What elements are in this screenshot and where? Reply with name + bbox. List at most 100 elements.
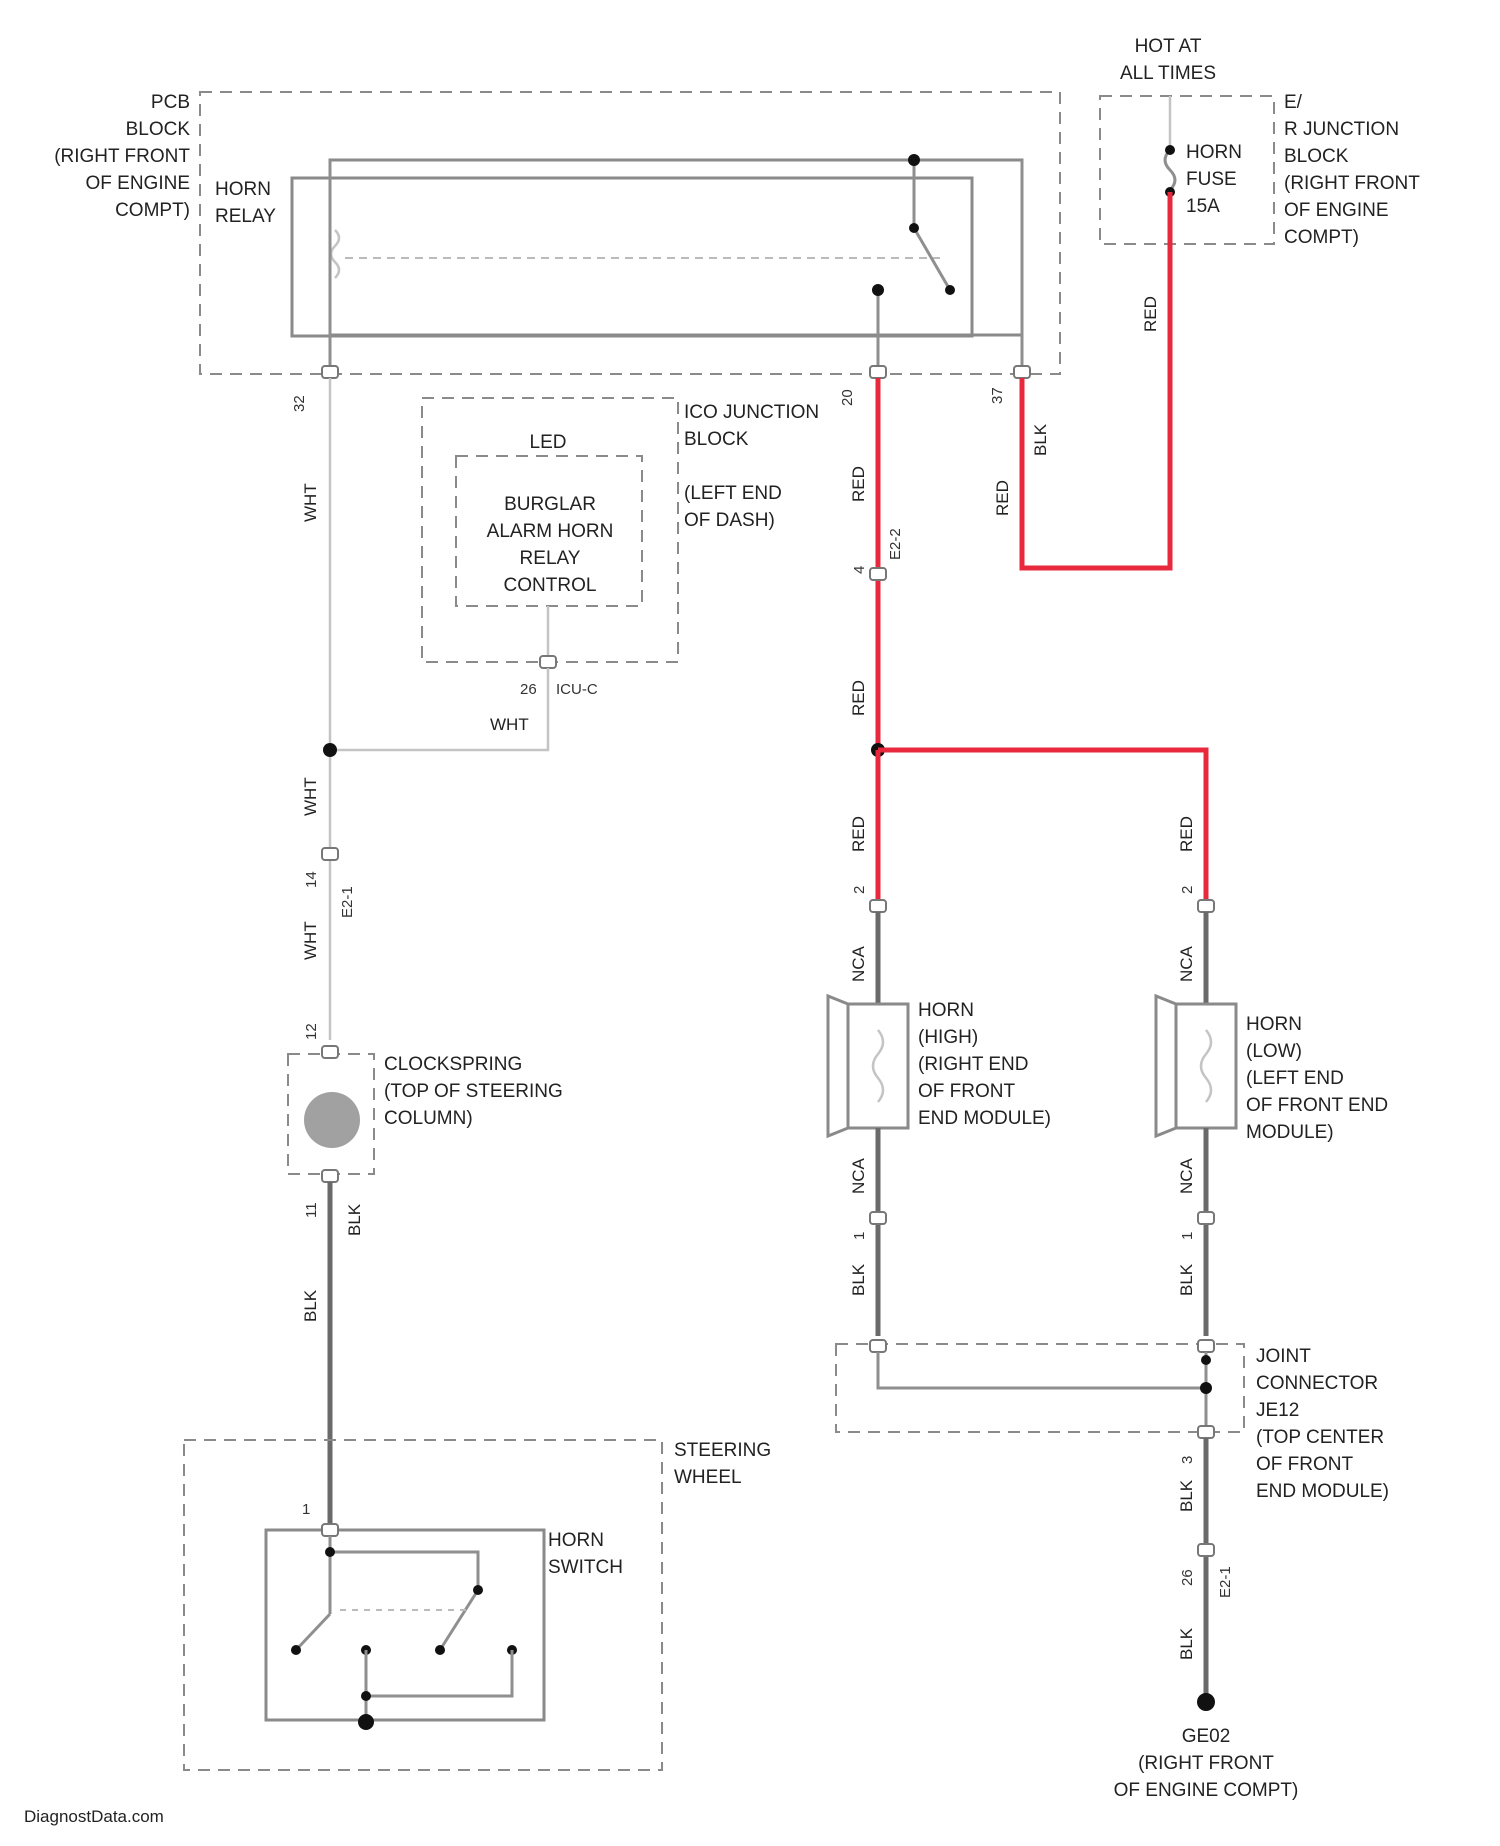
horn-relay-outer-box <box>330 160 1022 335</box>
ground-symbol <box>1197 1693 1215 1711</box>
wire-label-nca-high-top: NCA <box>849 945 868 982</box>
pin-label-1-low: 1 <box>1179 1232 1196 1240</box>
wire-label-blk-ground-2: BLK <box>1177 1627 1196 1660</box>
svg-text:HORN: HORN <box>1246 1014 1302 1035</box>
ico-connector <box>540 656 556 668</box>
burglar-alarm-label: BURGLAR ALARM HORN RELAY CONTROL <box>487 494 614 596</box>
svg-text:END MODULE): END MODULE) <box>1256 1481 1389 1502</box>
pin-label-1-high: 1 <box>851 1232 868 1240</box>
pin-label-11: 11 <box>303 1202 320 1218</box>
svg-text:COLUMN): COLUMN) <box>384 1108 473 1129</box>
svg-text:STEERING: STEERING <box>674 1440 771 1461</box>
svg-text:HORN: HORN <box>1186 142 1242 163</box>
svg-text:OF DASH): OF DASH) <box>684 510 775 531</box>
clockspring-bottom-pin <box>322 1170 338 1182</box>
horn-switch-blade-right <box>440 1590 478 1650</box>
horn-switch-dot-3 <box>435 1645 445 1655</box>
svg-text:(LOW): (LOW) <box>1246 1041 1302 1062</box>
svg-text:(HIGH): (HIGH) <box>918 1027 978 1048</box>
relay-output-dot <box>872 284 884 296</box>
relay-coil <box>331 230 339 278</box>
horn-low-icon <box>1156 996 1236 1136</box>
pcb-pin-20 <box>870 366 886 378</box>
wht-inline-connector <box>322 848 338 860</box>
red-wire-fuse-to-relay <box>1022 192 1170 568</box>
horn-switch-ground-bus <box>366 1650 512 1696</box>
svg-text:RELAY: RELAY <box>520 548 581 569</box>
ico-pin-label: 26 <box>520 681 537 698</box>
relay-contact-pivot <box>909 223 919 233</box>
svg-text:OF FRONT: OF FRONT <box>918 1081 1015 1102</box>
svg-text:(TOP CENTER: (TOP CENTER <box>1256 1427 1384 1448</box>
pin-label-32: 32 <box>291 395 308 412</box>
wire-label-nca-high-bottom: NCA <box>849 1157 868 1194</box>
svg-text:COMPT): COMPT) <box>1284 227 1359 248</box>
svg-text:PCB: PCB <box>151 92 190 113</box>
svg-text:(RIGHT FRONT: (RIGHT FRONT <box>1138 1753 1274 1774</box>
wire-label-blk-ground-1: BLK <box>1177 1479 1196 1512</box>
svg-text:SWITCH: SWITCH <box>548 1557 623 1578</box>
svg-text:15A: 15A <box>1186 196 1220 217</box>
svg-text:(RIGHT FRONT: (RIGHT FRONT <box>54 146 190 167</box>
svg-text:END MODULE): END MODULE) <box>918 1108 1051 1129</box>
svg-text:(LEFT END: (LEFT END <box>1246 1068 1344 1089</box>
svg-text:RELAY: RELAY <box>215 206 276 227</box>
svg-text:OF FRONT END: OF FRONT END <box>1246 1095 1388 1116</box>
e-r-junction-block-label: E/ R JUNCTION BLOCK (RIGHT FRONT OF ENGI… <box>1284 92 1420 248</box>
wire-label-wht-1: WHT <box>301 483 320 522</box>
hot-at-all-times-label: HOT AT ALL TIMES <box>1120 36 1216 84</box>
led-label: LED <box>530 432 567 453</box>
horn-switch-dot-1 <box>325 1547 335 1557</box>
svg-text:OF FRONT: OF FRONT <box>1256 1454 1353 1475</box>
horn-switch-input-pin <box>322 1524 338 1536</box>
svg-text:MODULE): MODULE) <box>1246 1122 1334 1143</box>
svg-text:(RIGHT FRONT: (RIGHT FRONT <box>1284 173 1420 194</box>
wire-label-blk-small: BLK <box>1031 423 1050 456</box>
svg-text:HORN: HORN <box>548 1530 604 1551</box>
horn-fuse-symbol <box>1165 150 1175 190</box>
pin-label-4-red: 4 <box>851 566 868 574</box>
svg-text:HORN: HORN <box>918 1000 974 1021</box>
horn-switch-dot-7 <box>361 1691 371 1701</box>
joint-connector-dot-2 <box>1200 1382 1212 1394</box>
wire-label-blk-high: BLK <box>849 1263 868 1296</box>
pin-label-14: 14 <box>303 871 320 888</box>
svg-text:FUSE: FUSE <box>1186 169 1237 190</box>
pcb-pin-37 <box>1014 366 1030 378</box>
watermark: DiagnostData.com <box>24 1807 164 1826</box>
wire-label-wht-2: WHT <box>301 777 320 816</box>
horn-high-top-pin <box>870 900 886 912</box>
svg-text:HORN: HORN <box>215 179 271 200</box>
wire-label-red-4: RED <box>1177 816 1196 852</box>
horn-switch-blade-left <box>296 1614 330 1650</box>
horn-switch-bus <box>330 1536 478 1590</box>
svg-text:BLOCK: BLOCK <box>684 429 749 450</box>
red-inline-connector <box>870 568 886 580</box>
pin-label-e2-2: E2-2 <box>887 528 904 560</box>
pin-label-2-low: 2 <box>1179 886 1196 894</box>
wire-label-red-3: RED <box>849 816 868 852</box>
relay-contact-top <box>908 154 920 166</box>
wire-label-red-2: RED <box>849 680 868 716</box>
svg-text:GE02: GE02 <box>1182 1726 1231 1747</box>
wire-label-red-fuse: RED <box>1141 296 1160 332</box>
horn-switch-box <box>266 1530 544 1720</box>
relay-contact-tip <box>945 285 955 295</box>
joint-connector-dot-1 <box>1201 1355 1211 1365</box>
ico-junction-block-label: ICO JUNCTION BLOCK (LEFT END OF DASH) <box>684 402 819 531</box>
svg-text:(LEFT END: (LEFT END <box>684 483 782 504</box>
ground-label: GE02 (RIGHT FRONT OF ENGINE COMPT) <box>1114 1726 1299 1801</box>
pin-label-1-switch: 1 <box>302 1501 310 1518</box>
wire-label-wht-3: WHT <box>301 921 320 960</box>
horn-high-bottom-pin <box>870 1212 886 1224</box>
horn-low-label: HORN (LOW) (LEFT END OF FRONT END MODULE… <box>1246 1014 1388 1143</box>
wire-label-blk-switch: BLK <box>301 1289 320 1322</box>
clockspring-top-pin <box>322 1046 338 1058</box>
wire-label-blk-low: BLK <box>1177 1263 1196 1296</box>
wire-label-red-pin37: RED <box>993 480 1012 516</box>
pin-label-26-ground: 26 <box>1179 1569 1196 1586</box>
horn-switch-dot-4 <box>473 1585 483 1595</box>
svg-text:WHEEL: WHEEL <box>674 1467 742 1488</box>
pin-label-2-high: 2 <box>851 886 868 894</box>
